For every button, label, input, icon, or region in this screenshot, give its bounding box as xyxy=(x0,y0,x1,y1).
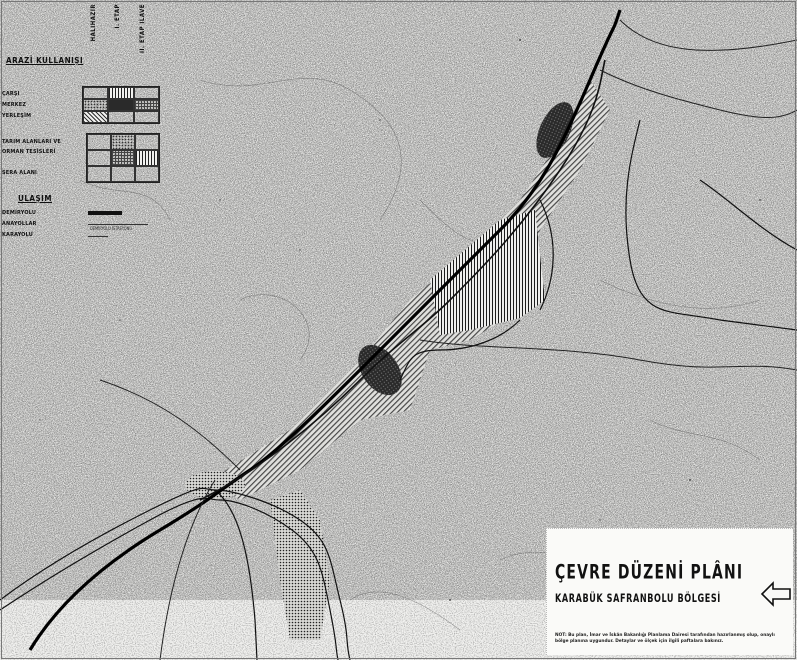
legend-swatch xyxy=(83,99,109,111)
legend-row-label: ANAYOLLAR xyxy=(2,221,37,227)
legend-row-label: ÇARŞI xyxy=(2,91,20,97)
legend-row-label: YERLEŞİM xyxy=(2,113,32,119)
legend-road-key-main xyxy=(88,224,148,225)
legend-column-stage-2: II. ETAP İLAVE xyxy=(139,4,146,53)
legend-swatch xyxy=(87,134,111,150)
north-arrow-icon xyxy=(760,581,791,607)
legend-row-label: KARAYOLU xyxy=(2,232,33,238)
legend-column-stage-1: I. ETAP xyxy=(114,4,121,29)
legend-swatch xyxy=(111,134,135,150)
legend-swatch xyxy=(135,134,159,150)
legend-row-label: SERA ALANI xyxy=(2,170,38,176)
map-title: ÇEVRE DÜZENİ PLÂNI xyxy=(555,561,744,584)
map-note: NOT: Bu plan, İmar ve İskân Bakanlığı Pl… xyxy=(555,633,775,644)
title-block: ÇEVRE DÜZENİ PLÂNI KARABÜK SAFRANBOLU BÖ… xyxy=(546,528,793,655)
legend-row-label: MERKEZ xyxy=(2,102,27,108)
legend-swatch xyxy=(108,87,134,99)
legend-title: ARAZİ KULLANIŞI xyxy=(6,56,84,65)
legend-swatch xyxy=(133,87,159,99)
legend-swatch xyxy=(87,166,111,182)
legend-swatch xyxy=(87,150,111,166)
legend-swatch xyxy=(111,150,135,166)
legend-swatch xyxy=(108,99,134,111)
legend-row-label: ORMAN TESİSLERİ xyxy=(2,149,56,155)
legend-swatch xyxy=(83,111,109,123)
legend-swatch xyxy=(135,150,159,166)
legend-swatch xyxy=(83,87,109,99)
legend-swatch xyxy=(135,166,159,182)
legend-swatch xyxy=(111,166,135,182)
legend-swatch xyxy=(133,111,159,123)
legend-row-label: TARIM ALANLARI VE xyxy=(2,139,61,145)
legend-road-key-railway xyxy=(88,211,122,215)
map-subtitle: KARABÜK SAFRANBOLU BÖLGESİ xyxy=(555,593,721,606)
legend-column-current: HALİHAZIR xyxy=(90,4,97,42)
legend-road-key-highway xyxy=(88,236,108,237)
legend-grid-land-use xyxy=(82,86,160,124)
legend-swatch xyxy=(133,99,159,111)
map-legend: HALİHAZIR I. ETAP II. ETAP İLAVE ARAZİ K… xyxy=(0,0,172,265)
legend-swatch xyxy=(108,111,134,123)
legend-road-note: DEMİRYOLU İSTASYONU xyxy=(90,226,132,231)
legend-grid-areas xyxy=(86,133,160,183)
legend-transport-title: ULAŞIM xyxy=(18,194,53,203)
legend-row-label: DEMİRYOLU xyxy=(2,210,37,216)
